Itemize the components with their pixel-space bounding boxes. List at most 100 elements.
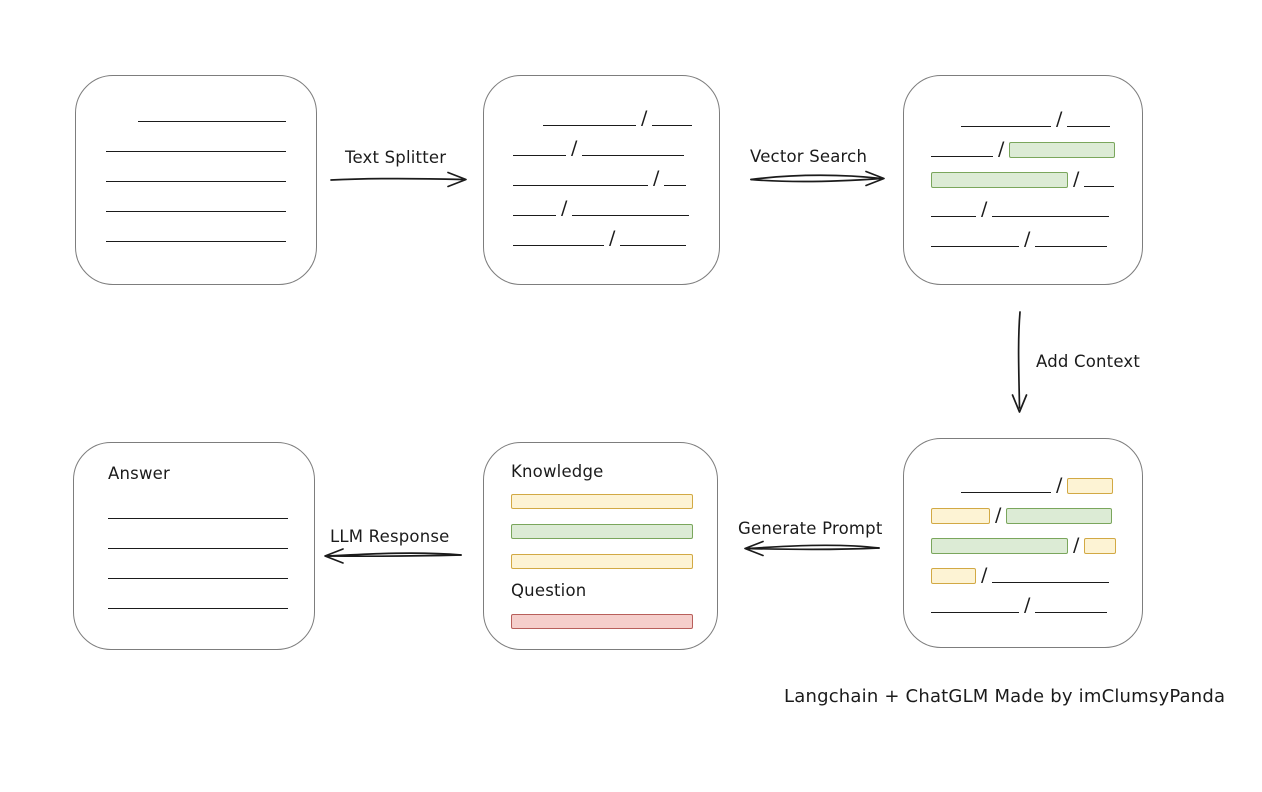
slash-separator: / [1056, 474, 1063, 496]
text-splitter-label: Text Splitter [345, 148, 447, 167]
answer-lines [108, 489, 314, 609]
slash-separator: / [571, 137, 578, 159]
segment-row [108, 579, 314, 609]
slash-separator: / [995, 504, 1002, 526]
text-line-segment [108, 518, 288, 519]
green-bar [511, 524, 693, 539]
highlight-chip-yellow [931, 508, 990, 524]
text-line-segment [1067, 126, 1111, 127]
segment-row [106, 182, 316, 212]
text-line-segment [513, 245, 604, 246]
segment-row [108, 519, 314, 549]
text-line-segment [992, 582, 1110, 583]
context-node: / / / / / [903, 438, 1143, 648]
text-chunks-node: / / / / / [483, 75, 720, 285]
generate-prompt-label: Generate Prompt [738, 519, 883, 538]
segment-row: / [931, 493, 1142, 526]
context-lines: / / / / / [904, 439, 1142, 647]
segment-row: / [513, 186, 719, 219]
answer-node: Answer [73, 442, 315, 650]
slash-separator: / [981, 564, 988, 586]
highlight-chip-green [1009, 142, 1116, 158]
yellow-bar [511, 554, 693, 569]
text-line-segment [106, 151, 286, 152]
text-line-segment [106, 181, 286, 182]
add-context-arrow [1011, 311, 1028, 413]
segment-row: / [931, 583, 1142, 616]
segment-row: / [931, 553, 1142, 586]
segment-row: / [931, 463, 1142, 496]
text-line-segment [513, 185, 648, 186]
text-line-segment [961, 492, 1051, 493]
vector-search-label: Vector Search [750, 147, 868, 166]
text-line-segment [1035, 246, 1108, 247]
slash-separator: / [1024, 228, 1031, 250]
text-line-segment [1084, 186, 1115, 187]
text-line-segment [106, 241, 286, 242]
segment-row: / [513, 96, 719, 129]
text-line-segment [582, 155, 685, 156]
segment-row [106, 122, 316, 152]
add-context-label: Add Context [1036, 352, 1141, 371]
generate-prompt-arrow [744, 540, 880, 557]
slash-separator: / [641, 107, 648, 129]
text-line-segment [572, 215, 690, 216]
slash-separator: / [1073, 534, 1080, 556]
segment-row [106, 212, 316, 242]
text-line-segment [108, 548, 288, 549]
text-line-segment [961, 126, 1051, 127]
text-line-segment [664, 185, 687, 186]
segment-row: / [931, 127, 1142, 160]
segment-row [108, 549, 314, 579]
text-line-segment [138, 121, 286, 122]
llm-response-label: LLM Response [330, 527, 450, 546]
answer-label: Answer [108, 464, 170, 483]
slash-separator: / [1024, 594, 1031, 616]
prompt-node: Knowledge Question [483, 442, 718, 650]
segment-row: / [931, 187, 1142, 220]
text-line-segment [652, 125, 693, 126]
text-line-segment [931, 246, 1019, 247]
text-line-segment [992, 216, 1110, 217]
slash-separator: / [609, 227, 616, 249]
text-line-segment [106, 211, 286, 212]
text-line-segment [931, 612, 1019, 613]
slash-separator: / [1073, 168, 1080, 190]
text-line-segment [543, 125, 636, 126]
slash-separator: / [981, 198, 988, 220]
highlight-chip-yellow [1067, 478, 1114, 494]
segment-row: / [931, 217, 1142, 250]
highlight-chip-green [931, 538, 1068, 554]
slash-separator: / [561, 197, 568, 219]
red-bar [511, 614, 693, 629]
llm-response-arrow [324, 548, 462, 564]
highlight-chip-green [1006, 508, 1113, 524]
text-line-segment [108, 608, 288, 609]
text-line-segment [931, 156, 993, 157]
text-line-segment [108, 578, 288, 579]
segment-row [106, 152, 316, 182]
knowledge-bars [511, 494, 717, 569]
text-splitter-arrow [330, 171, 467, 188]
highlight-chip-green [931, 172, 1068, 188]
slash-separator: / [998, 138, 1005, 160]
caption-text: Langchain + ChatGLM Made by imClumsyPand… [784, 686, 1226, 707]
text-line-segment [931, 216, 976, 217]
highlight-chip-yellow [931, 568, 976, 584]
vector-search-result-lines: / / / / / [904, 76, 1142, 284]
segment-row: / [513, 156, 719, 189]
segment-row: / [513, 126, 719, 159]
text-line-segment [513, 155, 566, 156]
text-line-segment [620, 245, 687, 246]
yellow-bar [511, 494, 693, 509]
text-line-segment [1035, 612, 1108, 613]
question-label: Question [511, 581, 587, 600]
slash-separator: / [653, 167, 660, 189]
text-chunks-lines: / / / / / [484, 76, 719, 284]
document-lines [76, 76, 316, 284]
segment-row: / [931, 97, 1142, 129]
segment-row: / [931, 523, 1142, 556]
vector-search-result-node: / / / / / [903, 75, 1143, 285]
question-bars [511, 614, 717, 629]
